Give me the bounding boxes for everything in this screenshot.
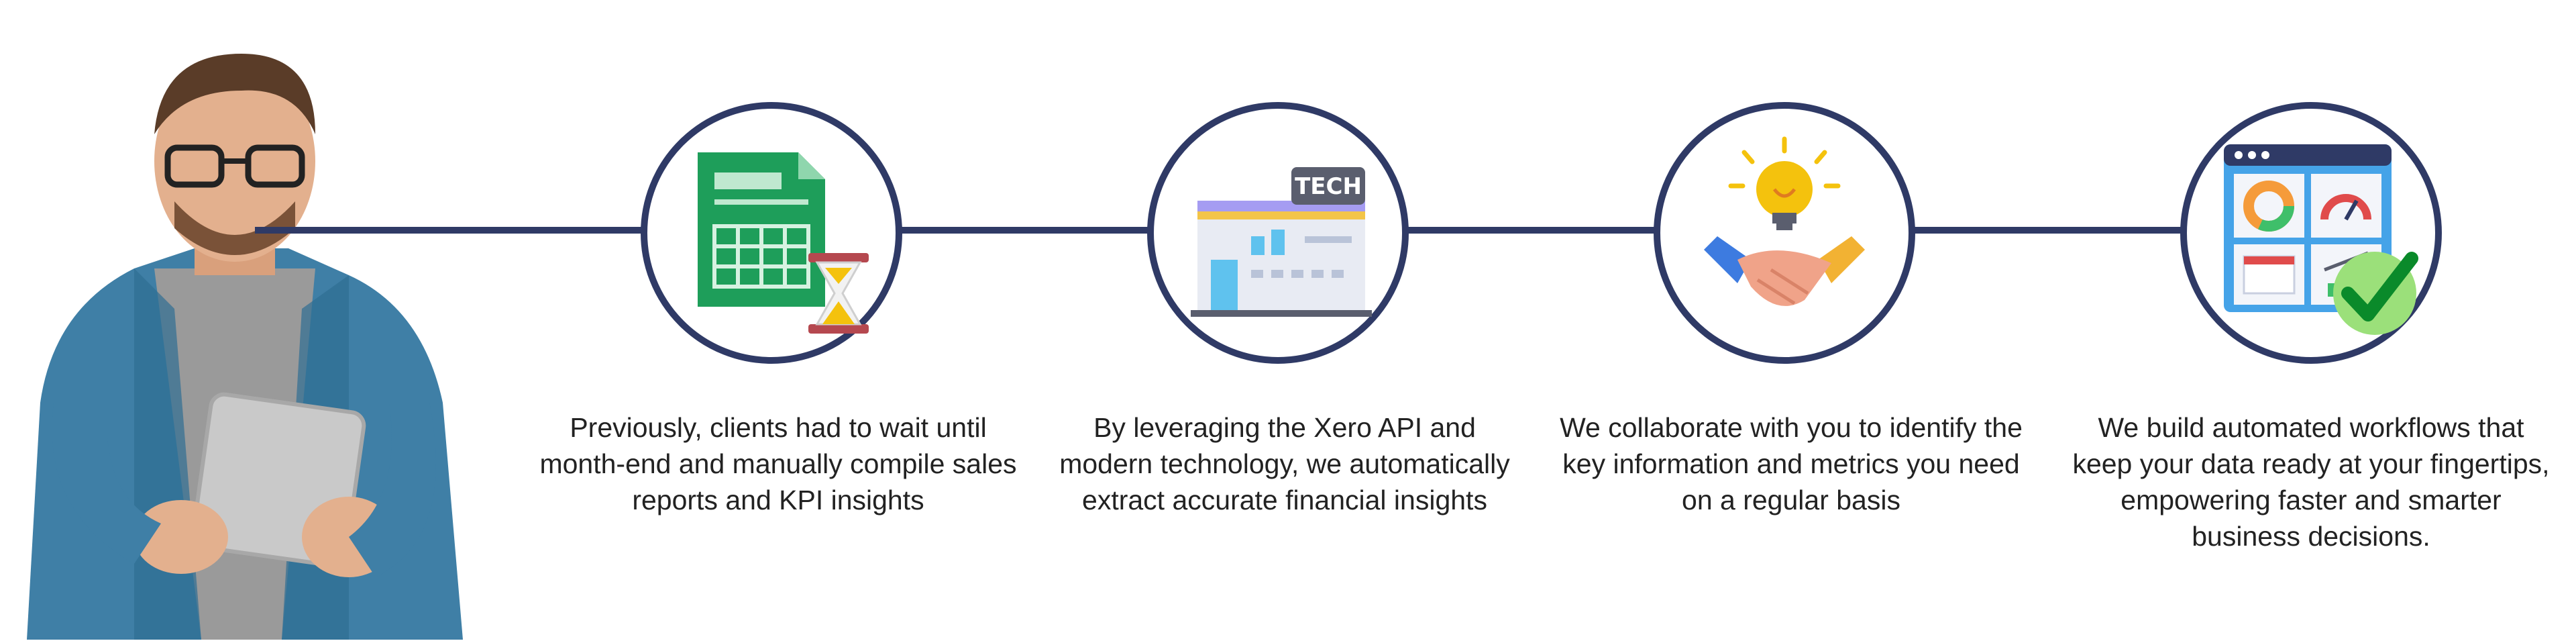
step-4-circle — [2180, 102, 2442, 364]
tech-building-icon: TECH — [1191, 167, 1372, 317]
step-3-caption: We collaborate with you to identify the … — [1560, 412, 2023, 515]
step-2-caption: By leveraging the Xero API and modern te… — [1059, 412, 1510, 515]
dashboard-check-icon — [2224, 144, 2418, 335]
step-1-caption: Previously, clients had to wait until mo… — [539, 412, 1017, 515]
step-4-caption: We build automated workflows that keep y… — [2072, 412, 2550, 552]
spreadsheet-hourglass-icon — [698, 152, 869, 334]
person-with-tablet-image — [0, 27, 470, 640]
step-1-circle — [641, 102, 902, 364]
person-illustration — [27, 54, 463, 640]
step-2-circle: TECH — [1147, 102, 1409, 364]
step-3-circle — [1654, 102, 1915, 364]
handshake-lightbulb-icon — [1704, 136, 1865, 306]
tech-sign-text: TECH — [1295, 173, 1362, 200]
